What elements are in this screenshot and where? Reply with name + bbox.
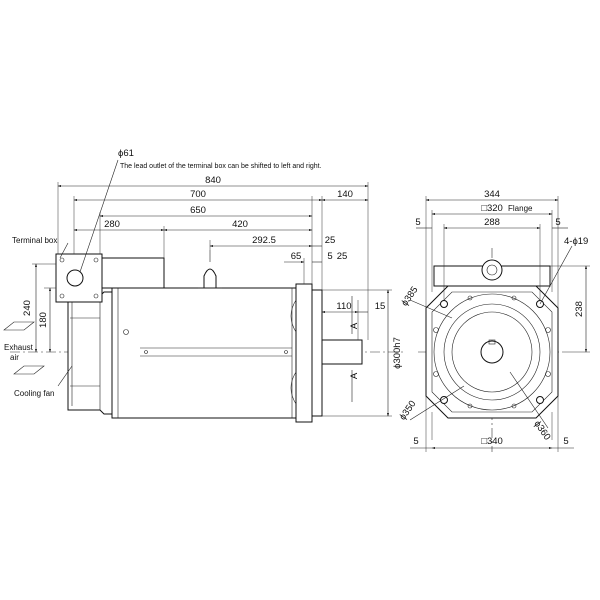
dim-d350: ϕ350 [397, 399, 418, 423]
dim-d385: ϕ385 [399, 285, 420, 309]
holes-leader [539, 245, 573, 305]
circle-d350 [451, 311, 533, 393]
small-hole-7 [467, 403, 473, 409]
lifting-eye [203, 268, 217, 289]
end-flange-inner [431, 291, 553, 413]
tb-bolt-2 [93, 257, 99, 263]
end-shaft [480, 340, 504, 364]
end-lifting-eye-inner [486, 264, 498, 276]
lead-outlet-note: The lead outlet of the terminal box can … [120, 163, 322, 170]
d360-leader [509, 371, 549, 429]
tb-bolt-1 [59, 257, 65, 263]
exhaust-label-1: Exhaust [4, 343, 34, 352]
tb-bolt-3 [59, 293, 65, 299]
dim-292-5: 292.5 [252, 235, 276, 246]
lead-outlet-hole [66, 269, 84, 287]
lead-hole-diameter: ϕ61 [118, 148, 134, 159]
dim-840: 840 [205, 175, 221, 186]
bolt-hole-tl [440, 300, 448, 308]
dim-shaft-dia: ϕ300h7 [392, 337, 403, 369]
dim-420: 420 [232, 219, 248, 230]
end-shield-curve-2 [290, 371, 297, 405]
dim-flange-320: □320 [481, 203, 503, 214]
cooling-air-symbol [13, 365, 45, 375]
exhaust-air-symbol [3, 321, 35, 331]
dim-25-b: 25 [337, 251, 348, 262]
dim-15: 15 [375, 301, 386, 312]
dim-65: 65 [291, 251, 302, 262]
dim-344: 344 [484, 189, 500, 200]
dim-5-tl: 5 [415, 217, 420, 228]
dim-238: 238 [574, 301, 585, 317]
end-shield-curve-1 [290, 299, 297, 333]
small-hole-4 [545, 371, 551, 377]
dim-5-bl: 5 [413, 436, 418, 447]
dim-700: 700 [190, 189, 206, 200]
dim-180: 180 [38, 312, 49, 328]
fan-cover [67, 291, 113, 415]
dim-650: 650 [190, 205, 206, 216]
frame-bolt-1 [144, 350, 148, 354]
dim-288: 288 [484, 217, 500, 228]
bolt-hole-br [536, 396, 544, 404]
dim-240: 240 [22, 300, 33, 316]
dim-5: 5 [327, 251, 332, 262]
small-hole-8 [511, 403, 517, 409]
dim-280: 280 [104, 219, 120, 230]
bolt-hole-bl [440, 396, 448, 404]
dim-d360: ϕ360 [531, 419, 552, 443]
frame-bolt-2 [284, 350, 288, 354]
small-hole-6 [511, 295, 517, 301]
small-hole-5 [467, 295, 473, 301]
mounting-flange [311, 289, 323, 417]
exhaust-label-2: air [10, 353, 19, 362]
dim-110: 110 [336, 301, 351, 312]
small-hole-2 [545, 327, 551, 333]
section-mark-bottom: A [349, 372, 360, 379]
motor-frame [111, 287, 297, 419]
terminal-box-label: Terminal box [12, 236, 57, 245]
tb-bolt-4 [93, 293, 99, 299]
circle-d385 [433, 293, 551, 411]
front-end-shield [295, 283, 313, 423]
dim-5-br: 5 [563, 436, 568, 447]
side-view: 840 700 140 650 280 420 292.5 25 65 5 25… [3, 148, 405, 423]
motor-shaft [321, 339, 363, 365]
circle-d360 [443, 303, 541, 401]
dim-5-tr: 5 [555, 217, 560, 228]
d350-leader [409, 385, 465, 421]
section-mark-top: A [349, 322, 360, 329]
frame-plug [123, 329, 129, 335]
cooling-fan-leader [57, 365, 73, 387]
small-hole-3 [433, 371, 439, 377]
cooling-fan-label: Cooling fan [14, 389, 54, 398]
dim-25-a: 25 [325, 235, 336, 246]
terminal-box-leader [59, 242, 69, 259]
small-hole-1 [433, 327, 439, 333]
shaft-key [488, 339, 496, 345]
d385-leader [409, 299, 453, 319]
dim-140: 140 [337, 189, 353, 200]
end-lifting-eye [481, 259, 503, 281]
end-view: 344 □320 Flange 288 5 5 4-ϕ19 238 ϕ385 ϕ… [397, 189, 590, 452]
flange-label: Flange [508, 204, 533, 213]
hole-dia-leader [79, 159, 119, 273]
dim-base-340: □340 [481, 436, 503, 447]
terminal-box-duct [101, 257, 165, 289]
dim-4-holes: 4-ϕ19 [564, 236, 588, 247]
